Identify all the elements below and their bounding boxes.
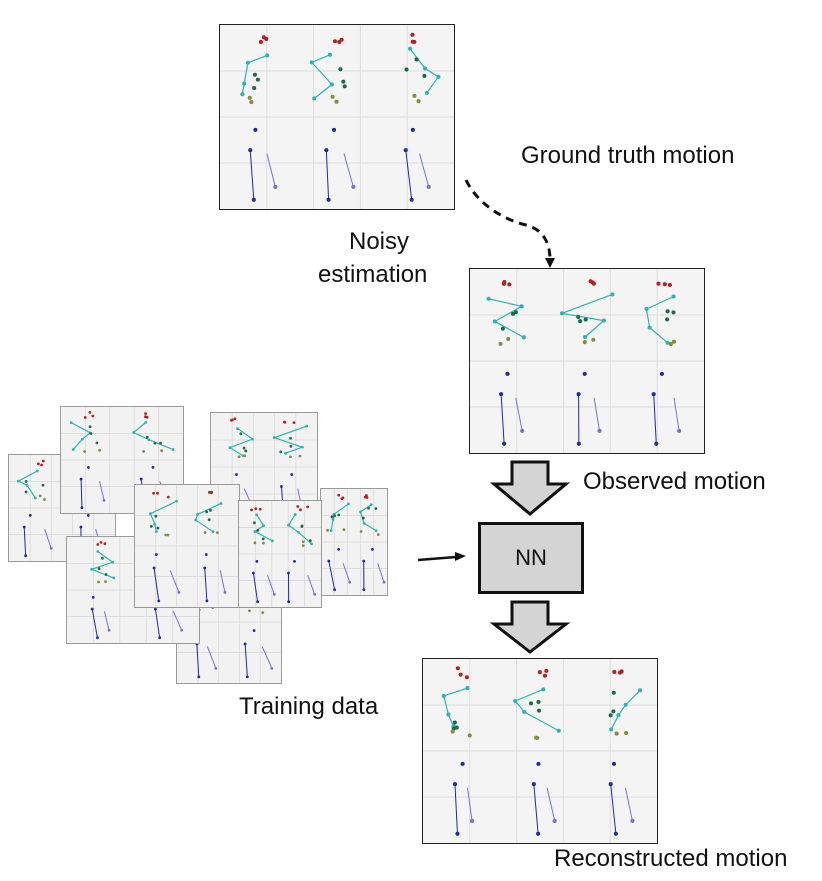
skeleton-frame [16, 459, 53, 558]
motion-sketch [470, 269, 704, 453]
skeleton-frame [644, 281, 682, 446]
right-arrow-icon [455, 552, 466, 561]
motion-sketch [321, 489, 387, 595]
skeleton-frame [69, 410, 106, 510]
right-arrow-line [417, 555, 457, 562]
training-data-plot [320, 488, 388, 596]
skeleton-frame [441, 666, 475, 836]
ground-truth-motion-plot [219, 24, 455, 210]
block-down-arrow-icon [489, 460, 571, 516]
motion-sketch [239, 501, 321, 607]
skeleton-frame [287, 505, 317, 604]
skeleton-frame [486, 279, 526, 446]
skeleton-frame [326, 493, 352, 592]
dashed-arrow-head [545, 258, 555, 268]
training-data-plot [238, 500, 322, 608]
reconstructed-motion-label: Reconstructed motion [554, 845, 788, 872]
skeleton-frame [608, 669, 643, 836]
reconstructed-motion-plot [422, 658, 658, 844]
skeleton-frame [513, 668, 561, 836]
skeleton-frame [403, 32, 441, 202]
skeleton-frame [148, 491, 181, 603]
skeleton-frame [240, 35, 278, 202]
skeleton-frame [194, 490, 227, 603]
motion-sketch [135, 485, 239, 607]
block-down-arrow-icon [489, 600, 571, 654]
neural-network-box: NN [478, 522, 584, 594]
training-data-plot [134, 484, 240, 608]
dashed-curved-arrow-icon [464, 179, 552, 261]
motion-sketch [423, 659, 657, 843]
ground-truth-label: Ground truth motion [521, 142, 735, 169]
training-data-label: Training data [239, 693, 379, 720]
skeleton-frame [359, 494, 386, 592]
observed-motion-plot [469, 268, 705, 454]
skeleton-frame [559, 279, 615, 446]
nn-label: NN [515, 545, 547, 570]
observed-motion-label: Observed motion [583, 468, 766, 495]
noisy-estimation-label-line1: Noisy [349, 228, 410, 255]
skeleton-frame [89, 540, 116, 640]
skeleton-frame [250, 507, 276, 604]
motion-sketch [220, 25, 454, 209]
noisy-estimation-label-line2: estimation [318, 261, 428, 288]
skeleton-frame [309, 37, 356, 202]
